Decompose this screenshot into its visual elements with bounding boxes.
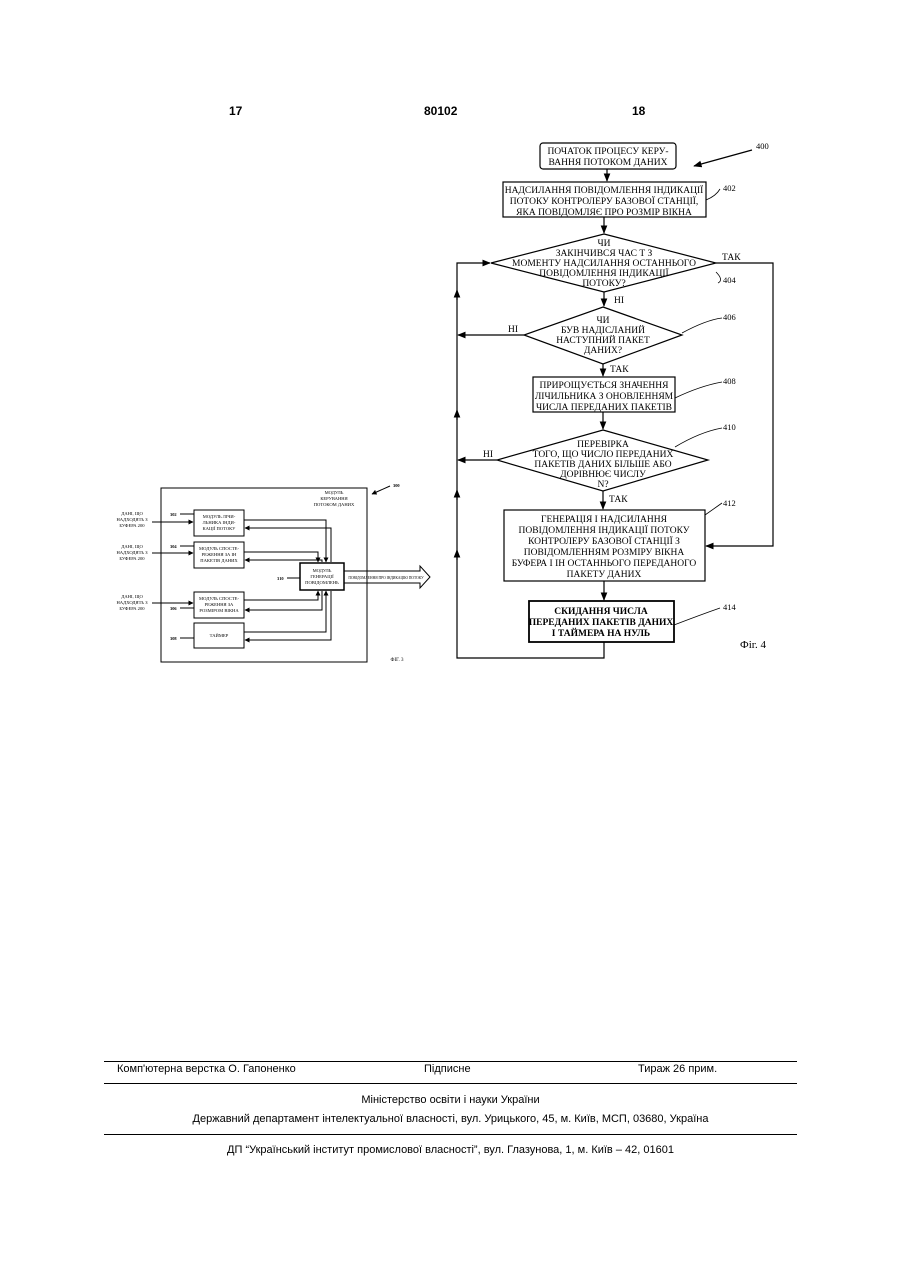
ref-400: 400 bbox=[756, 141, 769, 151]
ref-414: 414 bbox=[723, 602, 737, 612]
d406-l3: НАСТУПНИЙ ПАКЕТ bbox=[556, 334, 650, 346]
footer-signed: Підписне bbox=[424, 1063, 471, 1075]
s402-l2: ПОТОКУ КОНТРОЛЕРУ БАЗОВОЇ СТАНЦІЇ, bbox=[510, 195, 699, 207]
footer-print-run: Тираж 26 прим. bbox=[638, 1063, 717, 1075]
label-yes-410: ТАК bbox=[609, 495, 628, 505]
s402-l3: ЯКА ПОВІДОМЛЯЄ ПРО РОЗМІР ВІКНА bbox=[516, 208, 692, 218]
start-l2: ВАННЯ ПОТОКОМ ДАНИХ bbox=[549, 158, 668, 168]
label-no-404: НІ bbox=[614, 296, 624, 306]
d410-l4: ДОРІВНЮЄ ЧИСЛУ bbox=[560, 470, 646, 480]
footer-ministry: Міністерство освіти і науки України bbox=[104, 1094, 797, 1106]
d406-l2: БУВ НАДІСЛАНИЙ bbox=[561, 324, 645, 336]
label-no-410: НІ bbox=[483, 450, 493, 460]
d410-l5: N? bbox=[597, 480, 608, 490]
footer-department: Державний департамент інтелектуальної вл… bbox=[104, 1113, 797, 1125]
start-l1: ПОЧАТОК ПРОЦЕСУ КЕРУ- bbox=[547, 147, 668, 157]
d404-l4: ПОВІДОМЛЕННЯ ІНДИКАЦІЇ bbox=[539, 267, 668, 279]
ref-402: 402 bbox=[723, 183, 736, 193]
s412-l6: ПАКЕТУ ДАНИХ bbox=[567, 570, 642, 580]
d404-l2: ЗАКІНЧИВСЯ ЧАС Т З bbox=[556, 249, 653, 259]
ref-404: 404 bbox=[723, 275, 737, 285]
footer-institute: ДП “Український інститут промислової вла… bbox=[104, 1144, 797, 1156]
ref-410: 410 bbox=[723, 422, 736, 432]
footer-rule-2 bbox=[104, 1083, 797, 1084]
s414-l2: ПЕРЕДАНИХ ПАКЕТІВ ДАНИХ bbox=[529, 618, 674, 628]
footer-rule-1 bbox=[104, 1061, 797, 1062]
s402-l1: НАДСИЛАННЯ ПОВІДОМЛЕННЯ ІНДИКАЦІЇ bbox=[505, 184, 704, 196]
s412-l1: ГЕНЕРАЦІЯ І НАДСИЛАННЯ bbox=[541, 515, 668, 525]
label-no-406: НІ bbox=[508, 325, 518, 335]
s412-l3: КОНТРОЛЕРУ БАЗОВОЇ СТАНЦІЇ З bbox=[528, 535, 680, 547]
d406-l1: ЧИ bbox=[596, 316, 609, 326]
s412-l2: ПОВІДОМЛЕННЯ ІНДИКАЦІЇ ПОТОКУ bbox=[519, 524, 690, 536]
fig4-caption: Фіг. 4 bbox=[740, 639, 767, 651]
ref-406: 406 bbox=[723, 312, 736, 322]
d410-l3: ПАКЕТІВ ДАНИХ БІЛЬШЕ АБО bbox=[534, 460, 671, 470]
d404-l5: ПОТОКУ? bbox=[582, 279, 625, 289]
d404-l1: ЧИ bbox=[597, 239, 610, 249]
ref-412: 412 bbox=[723, 498, 736, 508]
label-yes-404: ТАК bbox=[722, 253, 741, 263]
footer-rule-3 bbox=[104, 1134, 797, 1135]
s412-l4: ПОВІДОМЛЕННЯМ РОЗМІРУ ВІКНА bbox=[524, 548, 685, 558]
d410-l1: ПЕРЕВІРКА bbox=[577, 440, 629, 450]
s408-l2: ЛІЧИЛЬНИКА З ОНОВЛЕННЯМ bbox=[535, 392, 674, 402]
s408-l1: ПРИРОЩУЄТЬСЯ ЗНАЧЕННЯ bbox=[540, 381, 670, 391]
d410-l2: ТОГО, ЩО ЧИСЛО ПЕРЕДАНИХ bbox=[533, 450, 674, 460]
label-yes-406: ТАК bbox=[610, 365, 629, 375]
ref-408: 408 bbox=[723, 376, 736, 386]
s408-l3: ЧИСЛА ПЕРЕДАНИХ ПАКЕТІВ bbox=[536, 403, 672, 413]
s414-l1: СКИДАННЯ ЧИСЛА bbox=[554, 607, 648, 617]
footer-layout: Комп'ютерна верстка О. Гапоненко bbox=[117, 1063, 296, 1075]
d404-l3: МОМЕНТУ НАДСИЛАННЯ ОСТАННЬОГО bbox=[512, 259, 696, 269]
s414-l3: І ТАЙМЕРА НА НУЛЬ bbox=[552, 627, 650, 639]
d406-l4: ДАНИХ? bbox=[584, 346, 622, 356]
s412-l5: БУФЕРА І ІН ОСТАННЬОГО ПЕРЕДАНОГО bbox=[512, 559, 697, 569]
